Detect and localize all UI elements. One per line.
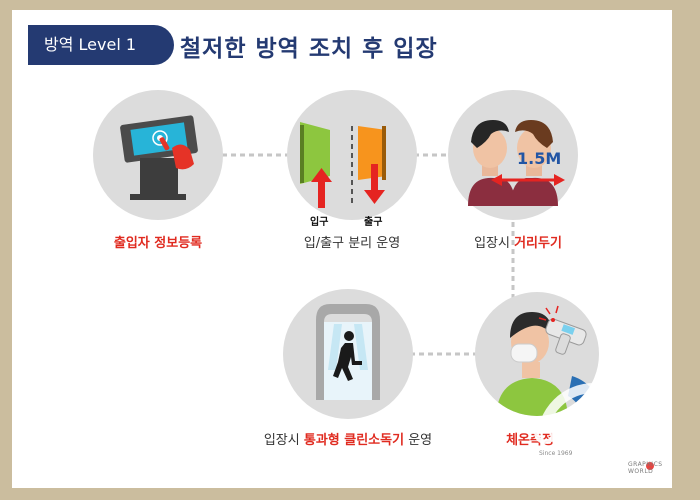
step-5-after: 운영 bbox=[404, 433, 432, 448]
step-label-doors: 입/출구 분리 운영 bbox=[292, 232, 412, 251]
watermark-since: Since 1969 bbox=[539, 450, 572, 457]
step-5-highlight: 통과형 클린소독기 bbox=[304, 433, 404, 448]
step-label-registration: 출입자 정보등록 bbox=[108, 232, 208, 251]
step-2-plain: 입/출구 분리 운영 bbox=[304, 236, 400, 251]
door-label-exit: 출구 bbox=[364, 213, 382, 228]
step-3-plain: 입장시 bbox=[474, 236, 514, 251]
infographic-card: 방역 Level 1 철저한 방역 조치 후 입장 bbox=[12, 10, 672, 488]
step-1-highlight: 출입자 정보등록 bbox=[114, 236, 202, 251]
step-label-disinfector: 입장시 통과형 클린소독기 운영 bbox=[248, 429, 448, 448]
door-label-entrance: 입구 bbox=[310, 213, 328, 228]
watermark-brand: GRAPHICS WORLD bbox=[628, 461, 672, 475]
step-label-distancing: 입장시 거리두기 bbox=[468, 232, 568, 251]
step-3-highlight: 거리두기 bbox=[514, 236, 562, 251]
step-5-plain: 입장시 bbox=[264, 433, 304, 448]
distance-label: 1.5M bbox=[517, 149, 561, 168]
